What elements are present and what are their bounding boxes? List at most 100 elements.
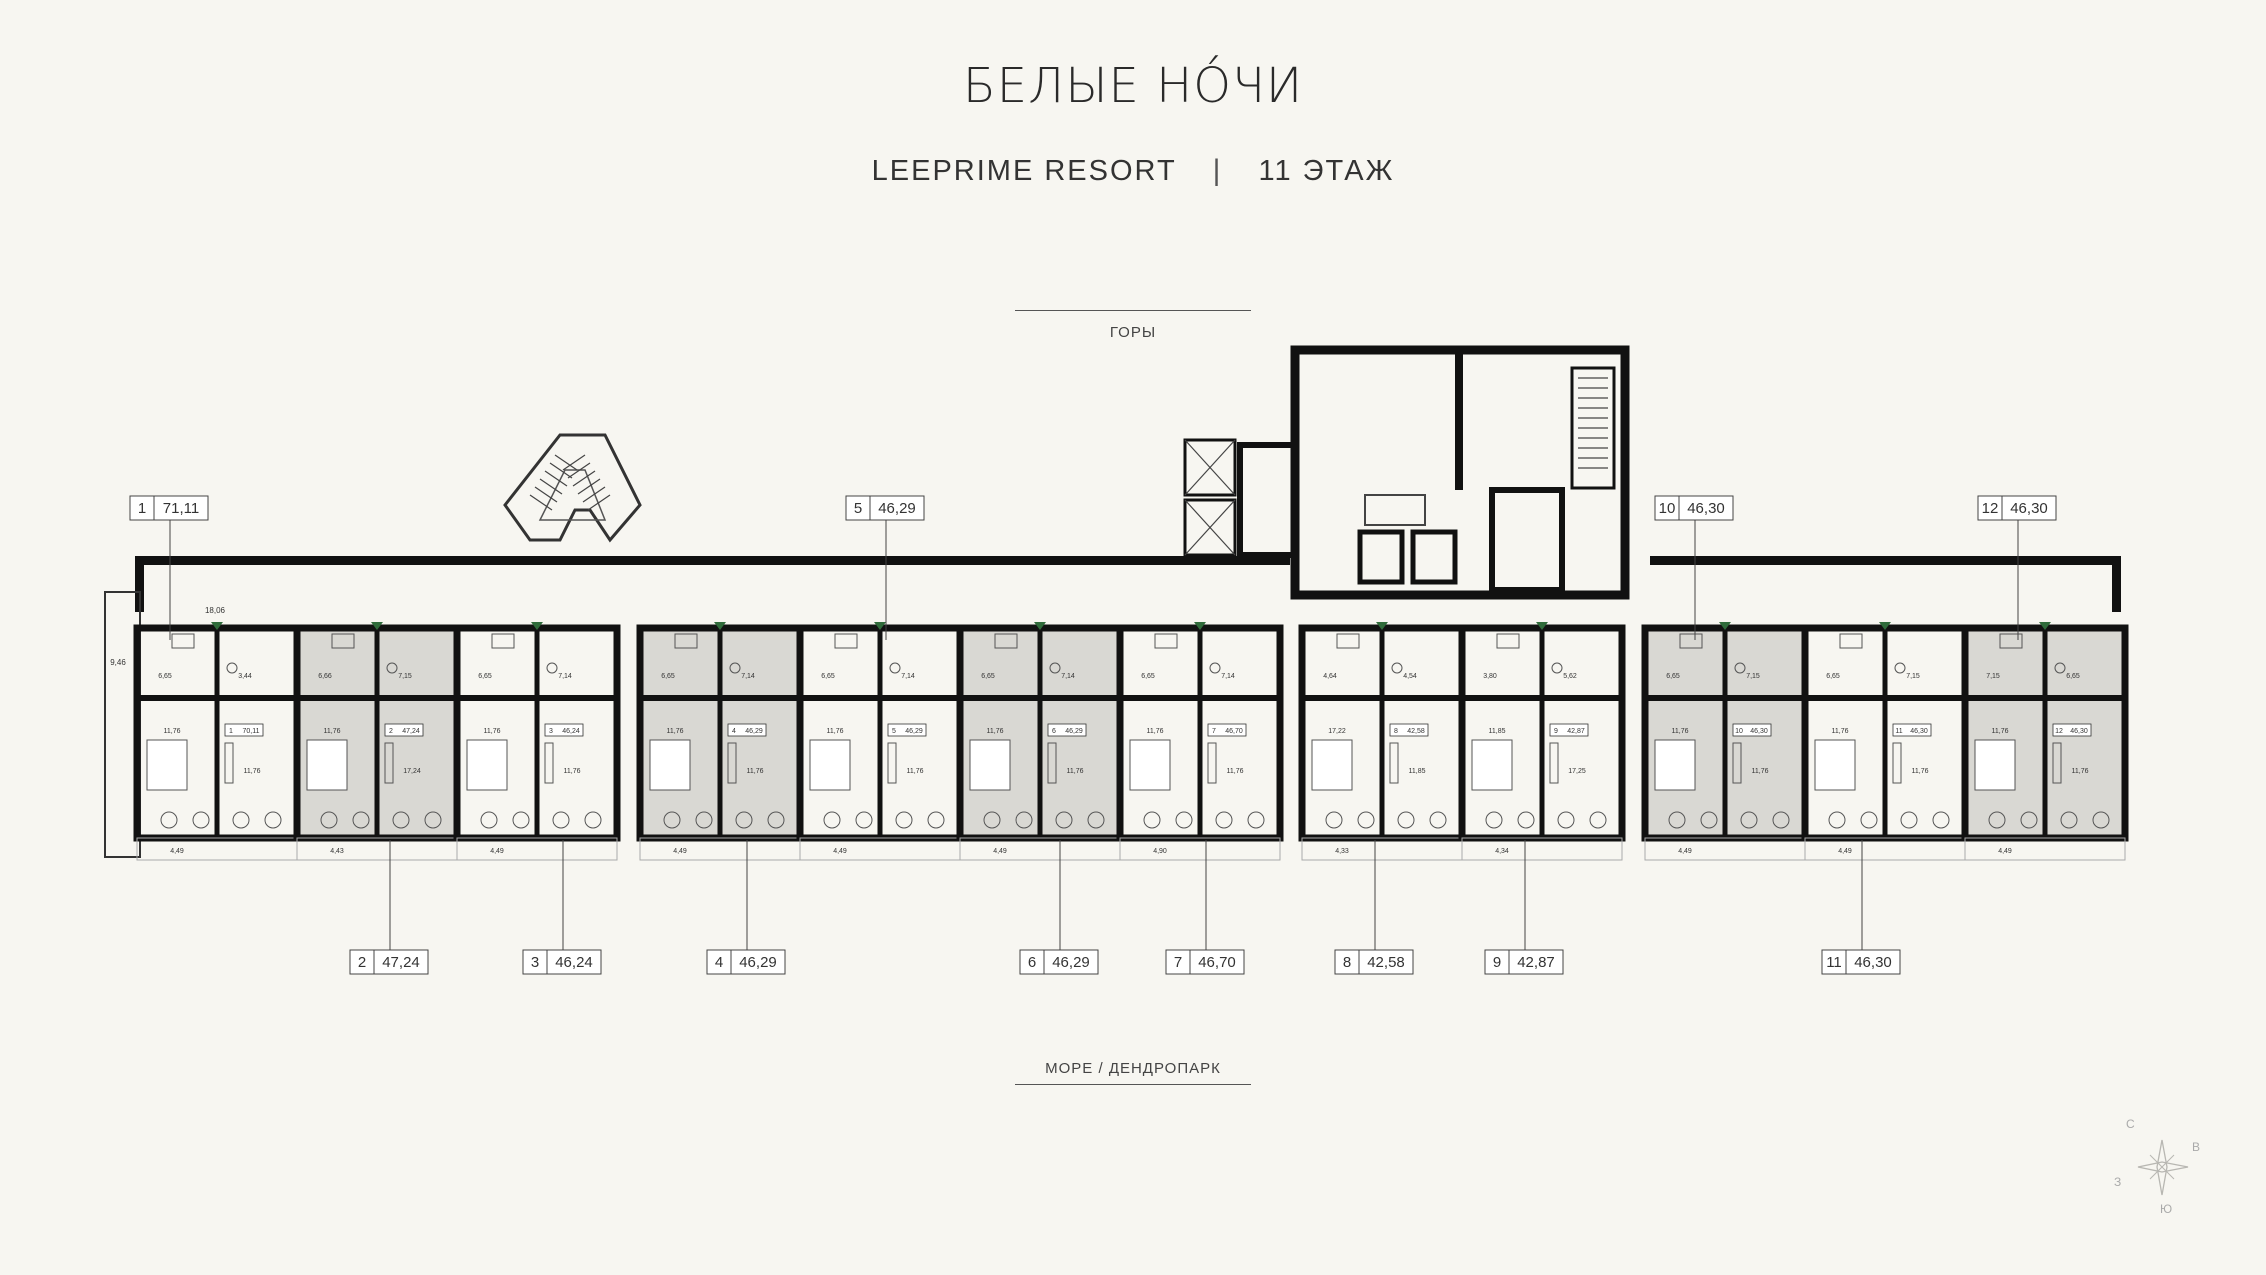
toilet-icon <box>1209 662 1221 674</box>
chair-icon <box>512 811 530 829</box>
sink-icon <box>1496 633 1520 649</box>
callout-box <box>1977 495 2057 521</box>
toilet-icon <box>2054 662 2066 674</box>
chair-icon <box>552 811 570 829</box>
wc-area: 7,14 <box>1221 673 1235 680</box>
callout-area: 46,70 <box>1198 954 1236 971</box>
toilet-icon <box>1734 662 1746 674</box>
bath-area: 7,15 <box>1986 673 2000 680</box>
callout-box <box>522 949 602 975</box>
callout-number: 5 <box>854 500 862 517</box>
direction-sea: МОРЕ / ДЕНДРОПАРК <box>1045 1060 1221 1077</box>
compass-west: З <box>2114 1175 2121 1189</box>
chair-icon <box>663 811 681 829</box>
toilet-icon <box>1391 662 1403 674</box>
wc-area: 7,15 <box>1746 673 1760 680</box>
hex-tread <box>587 494 611 511</box>
unit-tag-area: 42,58 <box>1407 728 1425 735</box>
bedroom-area: 11,76 <box>1067 768 1084 775</box>
chair-icon <box>480 811 498 829</box>
chair-icon <box>160 811 178 829</box>
bedroom-area: 17,25 <box>1568 768 1586 775</box>
chair-icon <box>1015 811 1033 829</box>
chair-icon <box>264 811 282 829</box>
balcony-area: 4,49 <box>1678 848 1692 855</box>
bath-area: 6,65 <box>1666 673 1680 680</box>
callout-number: 7 <box>1174 954 1182 971</box>
unit-tag-number: 6 <box>1052 728 1056 735</box>
callout-box <box>1019 949 1099 975</box>
unit-tag <box>1207 723 1247 737</box>
toilet-icon <box>729 662 741 674</box>
toilet-icon <box>1894 662 1906 674</box>
hex-tread <box>539 478 563 495</box>
callout-number: 11 <box>1826 954 1842 971</box>
callout-box <box>349 949 429 975</box>
hex-tread <box>549 462 573 479</box>
balcony <box>1461 837 1623 861</box>
bedroom-area: 11,76 <box>244 768 261 775</box>
bath-area: 6,65 <box>981 673 995 680</box>
shaft-2 <box>1183 498 1237 557</box>
wc-area: 7,14 <box>558 673 572 680</box>
callout-area: 46,30 <box>1687 500 1725 517</box>
bedroom-area: 11,76 <box>2072 768 2089 775</box>
shaft-cross <box>1184 439 1236 496</box>
bath-area: 6,65 <box>821 673 835 680</box>
balcony <box>456 837 618 861</box>
unit-tag-number: 3 <box>549 728 553 735</box>
lobby-area: 18,06 <box>205 606 226 615</box>
chair-icon <box>2020 811 2038 829</box>
desk-icon <box>1047 742 1057 784</box>
callout-number: 6 <box>1028 954 1036 971</box>
desk-icon <box>1207 742 1217 784</box>
chair-icon <box>2060 811 2078 829</box>
callout-area: 71,11 <box>163 500 199 517</box>
bath-area: 6,65 <box>1826 673 1840 680</box>
chair-icon <box>1900 811 1918 829</box>
entrance-arrow-icon <box>874 622 886 630</box>
living-area: 17,22 <box>1328 728 1346 735</box>
bedroom-area: 11,76 <box>1752 768 1769 775</box>
bedroom-area: 11,76 <box>747 768 764 775</box>
entrance-arrow-icon <box>1536 622 1548 630</box>
compass-north: С <box>2126 1117 2135 1131</box>
toilet-icon <box>386 662 398 674</box>
entrance-arrow-icon <box>371 622 383 630</box>
bedroom-area: 17,24 <box>403 768 421 775</box>
toilet-icon <box>1049 662 1061 674</box>
chair-icon <box>1589 811 1607 829</box>
unit-tag-area: 46,24 <box>562 728 580 735</box>
balcony-area: 4,90 <box>1153 848 1167 855</box>
callout-box <box>129 495 209 521</box>
hex-tread <box>534 486 558 503</box>
chair-icon <box>352 811 370 829</box>
balcony-area: 4,49 <box>170 848 184 855</box>
unit-tag <box>1389 723 1429 737</box>
desk-icon <box>1549 742 1559 784</box>
bedroom-area: 11,76 <box>1912 768 1929 775</box>
chair-icon <box>1517 811 1535 829</box>
unit-tag <box>1732 723 1772 737</box>
callout-area: 42,58 <box>1367 954 1405 971</box>
unit-tag-number: 8 <box>1394 728 1398 735</box>
balcony <box>1964 837 2126 861</box>
callout-box <box>1484 949 1564 975</box>
chair-icon <box>983 811 1001 829</box>
wc-area: 7,14 <box>741 673 755 680</box>
desk-icon <box>727 742 737 784</box>
bed-icon <box>649 739 691 791</box>
unit-tag <box>544 723 584 737</box>
unit-tag-area: 46,30 <box>1910 728 1928 735</box>
hex-tread <box>562 454 586 471</box>
wc-area: 7,15 <box>398 673 412 680</box>
unit-tag-number: 12 <box>2055 728 2063 735</box>
chair-icon <box>927 811 945 829</box>
bath-area: 4,64 <box>1323 673 1337 680</box>
bath-area: 6,65 <box>661 673 675 680</box>
